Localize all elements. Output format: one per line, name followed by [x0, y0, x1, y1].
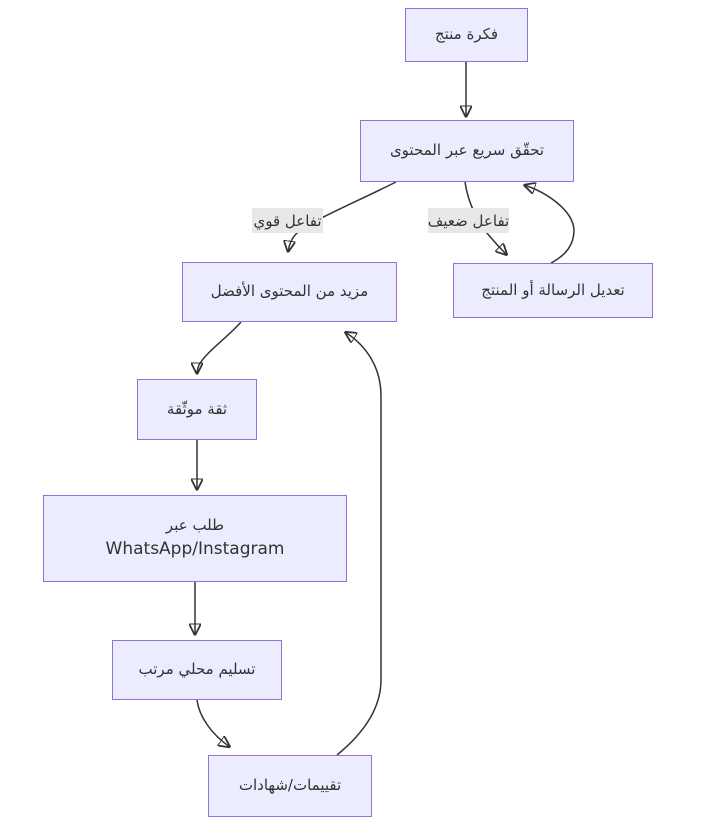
edge-validation-to-adjust [464, 181, 507, 255]
edge-label-strong-engagement: تفاعل قوي [252, 208, 323, 233]
edge-label-weak-engagement: تفاعل ضعيف [428, 208, 509, 233]
edge-label-weak-engagement-text: تفاعل ضعيف [427, 211, 510, 230]
node-quick-content-validation-label: تحقّق سريع عبر المحتوى [389, 141, 545, 160]
edge-more-content-to-trust [197, 321, 242, 374]
node-local-delivery-label: تسليم محلي مرتب [138, 660, 256, 679]
edge-reviews-to-more-content [336, 332, 382, 756]
node-more-best-content-label: مزيد من المحتوى الأفضل [210, 282, 369, 301]
edge-delivery-to-reviews [196, 699, 230, 747]
node-product-idea: فكرة منتج [405, 8, 528, 62]
node-order-via-whatsapp-instagram: طلب عبر WhatsApp/Instagram [43, 495, 347, 582]
node-order-line-channels: WhatsApp/Instagram [105, 539, 285, 560]
edge-label-strong-engagement-text: تفاعل قوي [253, 211, 322, 230]
node-reviews-testimonials: تقييمات/شهادات [208, 755, 372, 817]
node-documented-trust-label: ثقة موثّقة [166, 399, 228, 418]
node-reviews-testimonials-label: تقييمات/شهادات [238, 776, 342, 795]
node-quick-content-validation: تحقّق سريع عبر المحتوى [360, 120, 574, 182]
node-order-line-arabic: طلب عبر [165, 516, 225, 535]
node-more-best-content: مزيد من المحتوى الأفضل [182, 262, 397, 322]
node-product-idea-label: فكرة منتج [434, 25, 499, 44]
edge-adjust-to-validation [524, 185, 575, 264]
node-local-delivery: تسليم محلي مرتب [112, 640, 282, 700]
node-adjust-message-or-product: تعديل الرسالة أو المنتج [453, 263, 653, 318]
node-adjust-message-or-product-label: تعديل الرسالة أو المنتج [481, 280, 625, 299]
node-documented-trust: ثقة موثّقة [137, 379, 257, 440]
